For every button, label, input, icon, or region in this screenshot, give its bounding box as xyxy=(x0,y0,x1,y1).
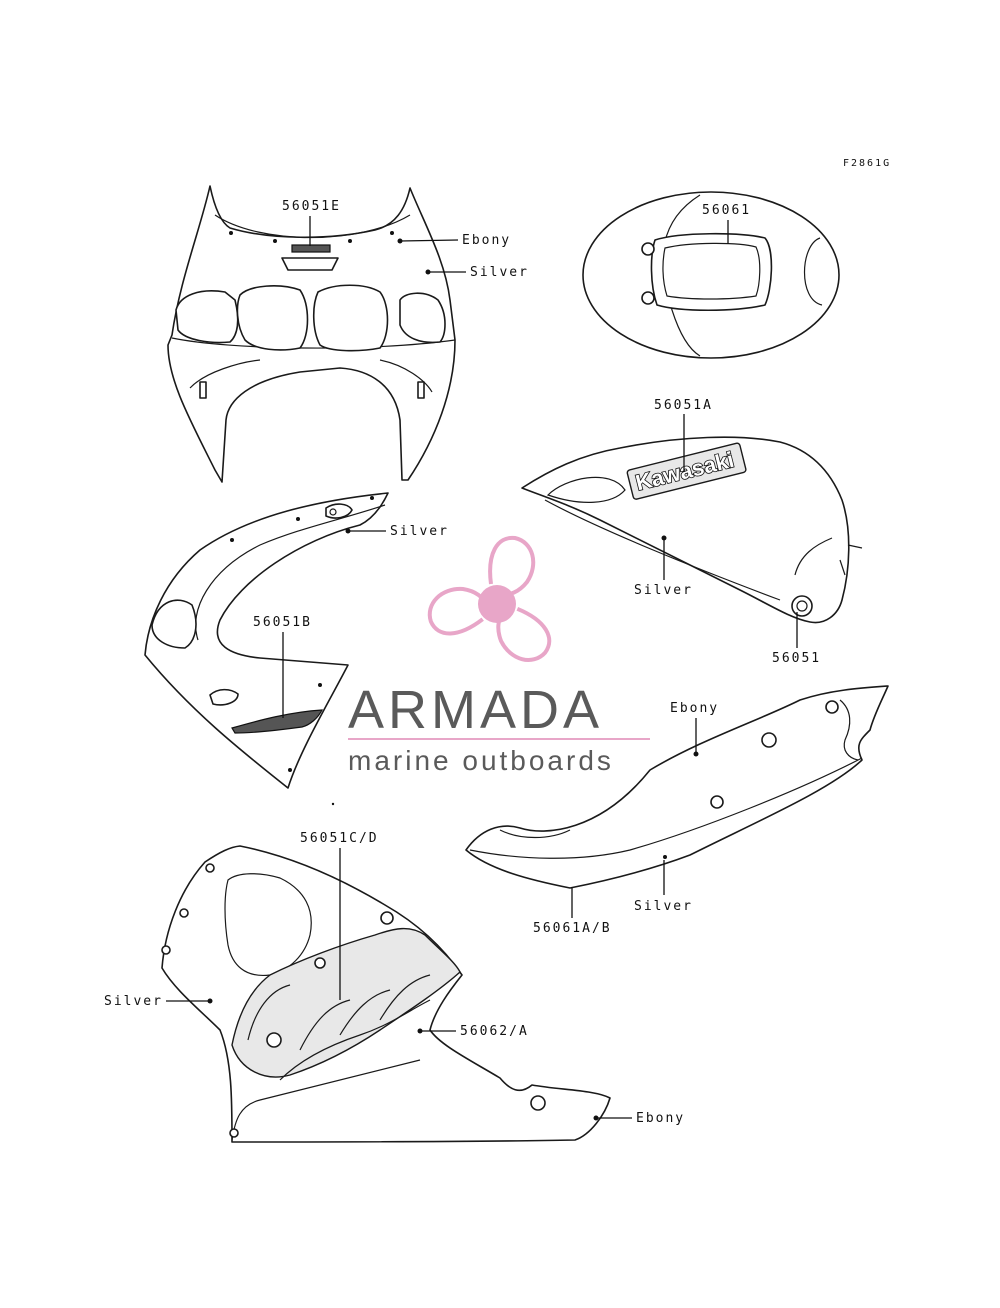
svg-text:56061: 56061 xyxy=(702,203,751,218)
svg-text:56051: 56051 xyxy=(772,651,821,666)
side-upper-silver-callout: Silver xyxy=(345,524,449,539)
svg-text:Silver: Silver xyxy=(470,265,529,280)
seat-cowl-part-callout: 56061A/B xyxy=(533,887,612,936)
upper-fairing xyxy=(167,185,456,483)
svg-text:Silver: Silver xyxy=(634,899,693,914)
svg-text:Silver: Silver xyxy=(390,524,449,539)
lower-side-part-callout: 56051C/D xyxy=(300,831,379,1000)
svg-text:56051C/D: 56051C/D xyxy=(300,831,379,846)
svg-text:56051E: 56051E xyxy=(282,199,341,214)
propeller-logo-icon xyxy=(427,535,552,662)
svg-text:56051B: 56051B xyxy=(253,615,312,630)
side-upper-decal xyxy=(231,709,324,734)
lower-side-fairing xyxy=(161,845,611,1143)
lower-side-part-2-callout: 56062/A xyxy=(417,1024,529,1039)
svg-text:56051A: 56051A xyxy=(654,398,713,413)
windscreen-ebony-callout: Ebony xyxy=(397,233,511,248)
side-upper-part-callout: 56051B xyxy=(253,615,312,718)
windscreen-silver-callout: Silver xyxy=(425,265,529,280)
svg-text:Ebony: Ebony xyxy=(636,1111,685,1126)
svg-text:marine outboards: marine outboards xyxy=(348,745,614,776)
tank-pad xyxy=(582,191,840,359)
tank-emblem-callout: 56051 xyxy=(772,612,821,666)
svg-text:Ebony: Ebony xyxy=(670,701,719,716)
tank-pad-callout: 56061 xyxy=(702,203,751,244)
svg-text:Ebony: Ebony xyxy=(462,233,511,248)
upper-side-fairing xyxy=(144,492,389,789)
fuel-tank: Kawasaki xyxy=(521,436,863,624)
armada-watermark: ARMADA marine outboards xyxy=(348,535,650,776)
lower-side-silver-callout: Silver xyxy=(104,994,213,1009)
lower-side-ebony-callout: Ebony xyxy=(593,1111,685,1126)
svg-text:ARMADA: ARMADA xyxy=(348,680,603,740)
seat-cowl xyxy=(465,685,889,889)
windscreen-part-callout: 56051E xyxy=(282,199,341,246)
tank-decal-callout: 56051A xyxy=(654,398,713,472)
lower-side-decal xyxy=(231,927,461,1078)
svg-text:56061A/B: 56061A/B xyxy=(533,921,612,936)
svg-text:Silver: Silver xyxy=(634,583,693,598)
svg-text:56062/A: 56062/A xyxy=(460,1024,529,1039)
figure-code: F2861G xyxy=(843,158,891,169)
seat-cowl-silver-callout: Silver xyxy=(634,860,693,914)
seat-cowl-ebony-callout: Ebony xyxy=(670,701,719,757)
svg-text:Silver: Silver xyxy=(104,994,163,1009)
tank-silver-callout: Silver xyxy=(634,535,693,598)
windscreen-decal xyxy=(291,244,331,253)
